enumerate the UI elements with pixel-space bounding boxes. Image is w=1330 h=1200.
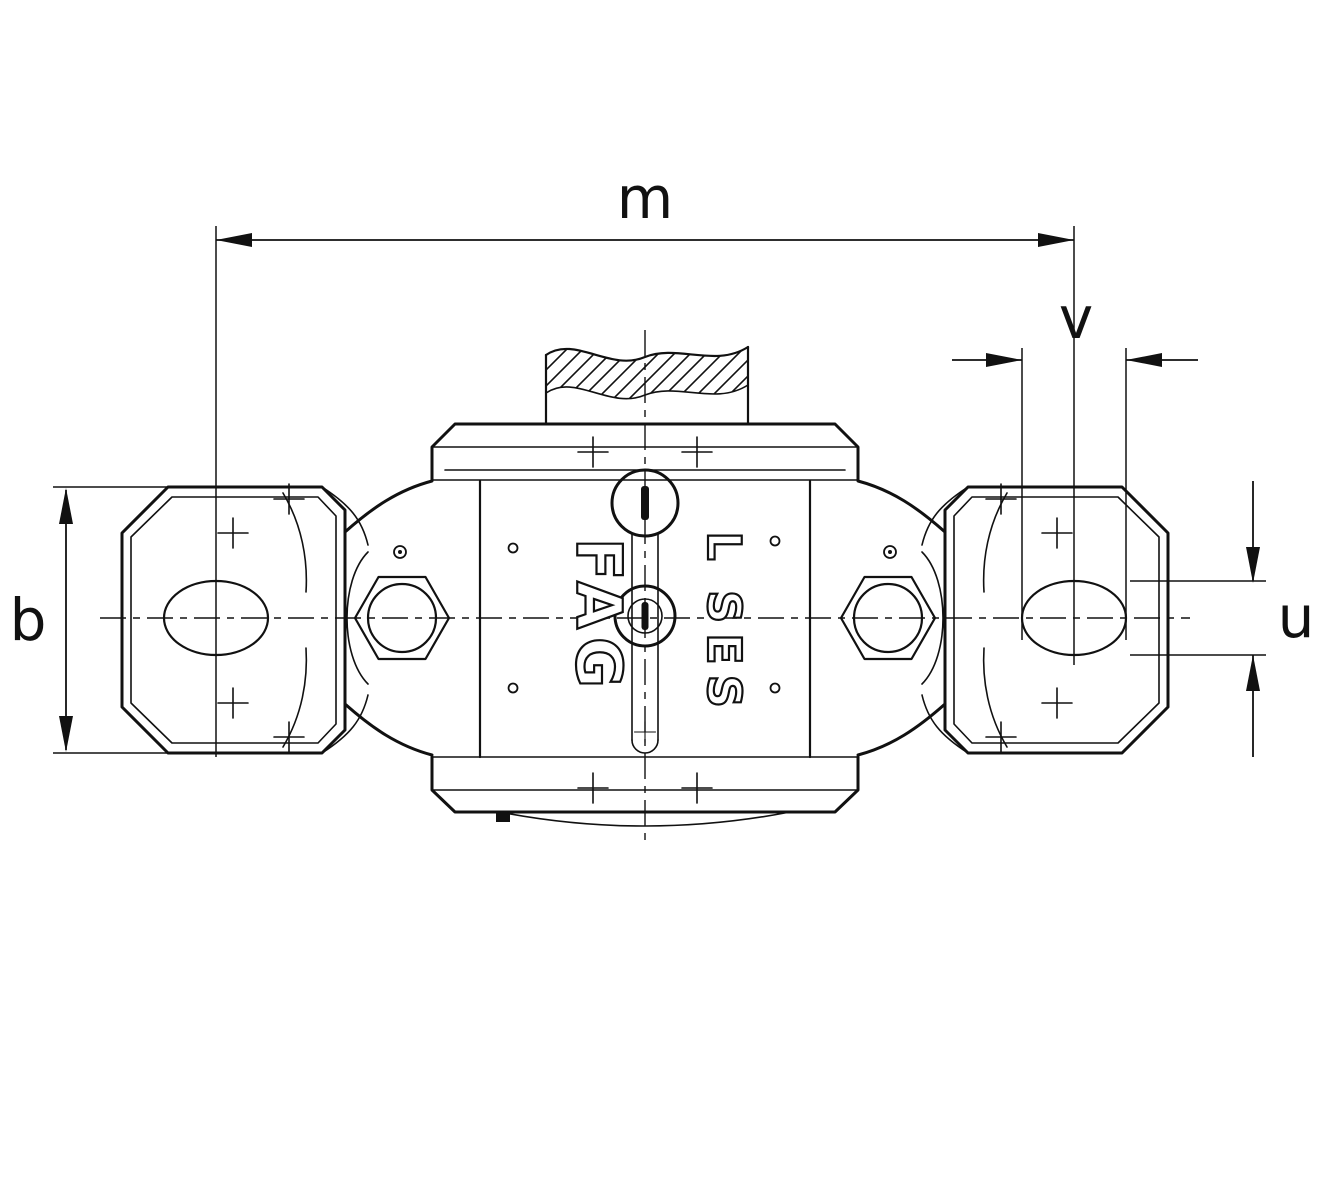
oil-channel-bottom-arc [631, 739, 659, 754]
dimension-u: u [1130, 481, 1314, 757]
center-mark-foot-right [1041, 517, 1073, 549]
body-edge-top-left [343, 479, 434, 534]
core-plug-dot [769, 535, 781, 547]
center-mark-cap-bottom-left [577, 772, 609, 804]
core-plug-dot [507, 682, 519, 694]
dimension-u-arrow-top [1246, 547, 1260, 583]
dimension-m-arrow-left [216, 233, 252, 247]
foot-right-slot [1020, 579, 1128, 657]
dimension-m-arrow-right [1038, 233, 1074, 247]
center-mark-cap-bottom-right [681, 772, 713, 804]
foot-right [943, 483, 1170, 755]
center-mark-cap-top-right [681, 436, 713, 468]
dimension-v-label: v [1059, 284, 1093, 352]
dimension-v-arrow-left [986, 353, 1022, 367]
grease-fitting-top-slot [641, 486, 649, 520]
lug-arc-left [346, 551, 369, 685]
body-edge-top-right [856, 479, 947, 534]
foot-left-web-bottom [282, 647, 308, 748]
center-plug [613, 584, 677, 648]
dimension-b-label: b [10, 586, 47, 654]
body-edge-bottom-right [856, 702, 947, 757]
grease-fitting-top [610, 468, 680, 538]
center-mark-foot-left [273, 721, 305, 753]
shaft-break-line-top [544, 345, 750, 362]
cap-bottom-arc [499, 811, 791, 827]
dimension-m-label: m [617, 164, 674, 232]
grease-port-left-dot [398, 550, 402, 554]
cap-bottom [430, 755, 860, 827]
core-plug-dot [507, 542, 519, 554]
foot-right-inner-line [953, 496, 1160, 744]
dimension-u-label: u [1278, 583, 1315, 651]
foot-left-slot [162, 579, 270, 657]
dimension-b-arrow-top [59, 488, 73, 524]
dimension-b-arrow-bottom [59, 716, 73, 752]
foot-right-web-top [982, 492, 1008, 593]
core-plug-dot [769, 682, 781, 694]
web-line-bottom-right [921, 694, 969, 754]
cap-bottom-outline [430, 755, 860, 814]
lug-arc-right [921, 551, 944, 685]
dimension-v: v [952, 284, 1198, 640]
grease-port-left [393, 545, 407, 559]
part-markings: FAG L SES [561, 530, 752, 719]
dimension-b: b [10, 486, 182, 754]
foot-right-outline [943, 485, 1170, 755]
foot-left-inner-line [130, 496, 337, 744]
hex-bolt-left-circle [366, 582, 438, 654]
web-line-top-left [321, 486, 369, 546]
foot-right-web-bottom [982, 647, 1008, 748]
foot-left [120, 483, 347, 755]
foot-left-outline [120, 485, 347, 755]
grease-port-right [883, 545, 897, 559]
hex-bolt-left-hexagon [353, 575, 451, 661]
hex-bolt-right-hexagon [839, 575, 937, 661]
housing-body [321, 479, 969, 759]
variant-marking: L [697, 531, 751, 566]
center-mark-foot-right [1041, 687, 1073, 719]
center-fittings [610, 468, 680, 754]
shaft-break-line-bottom [545, 384, 749, 400]
dimension-u-arrow-bottom [1246, 655, 1260, 691]
center-plug-inner [627, 598, 663, 634]
dimension-v-arrow-right [1126, 353, 1162, 367]
center-mark-foot-right [985, 721, 1017, 753]
cap-bottom-notch [496, 813, 510, 822]
hex-bolt-right-circle [852, 582, 924, 654]
center-mark-cap-top-left [577, 436, 609, 468]
grease-port-right-dot [888, 550, 892, 554]
hex-bolt-left [353, 545, 451, 661]
cap-top-outline [430, 422, 860, 482]
hex-bolt-right [839, 545, 937, 661]
center-mark-foot-left [217, 687, 249, 719]
body-edge-bottom-left [343, 702, 434, 757]
center-plug-slot [641, 602, 649, 630]
center-mark-foot-left [217, 517, 249, 549]
hatch-lines [546, 347, 748, 399]
shaft-section [544, 345, 750, 426]
brand-marking: FAG [562, 538, 635, 696]
series-marking: SES [697, 590, 751, 718]
web-line-top-right [921, 486, 969, 546]
shaft-hatching [546, 347, 748, 399]
foot-left-web-top [282, 492, 308, 593]
dimension-m: m [215, 164, 1075, 757]
web-line-bottom-left [321, 694, 369, 754]
center-mark-channel [633, 720, 657, 744]
